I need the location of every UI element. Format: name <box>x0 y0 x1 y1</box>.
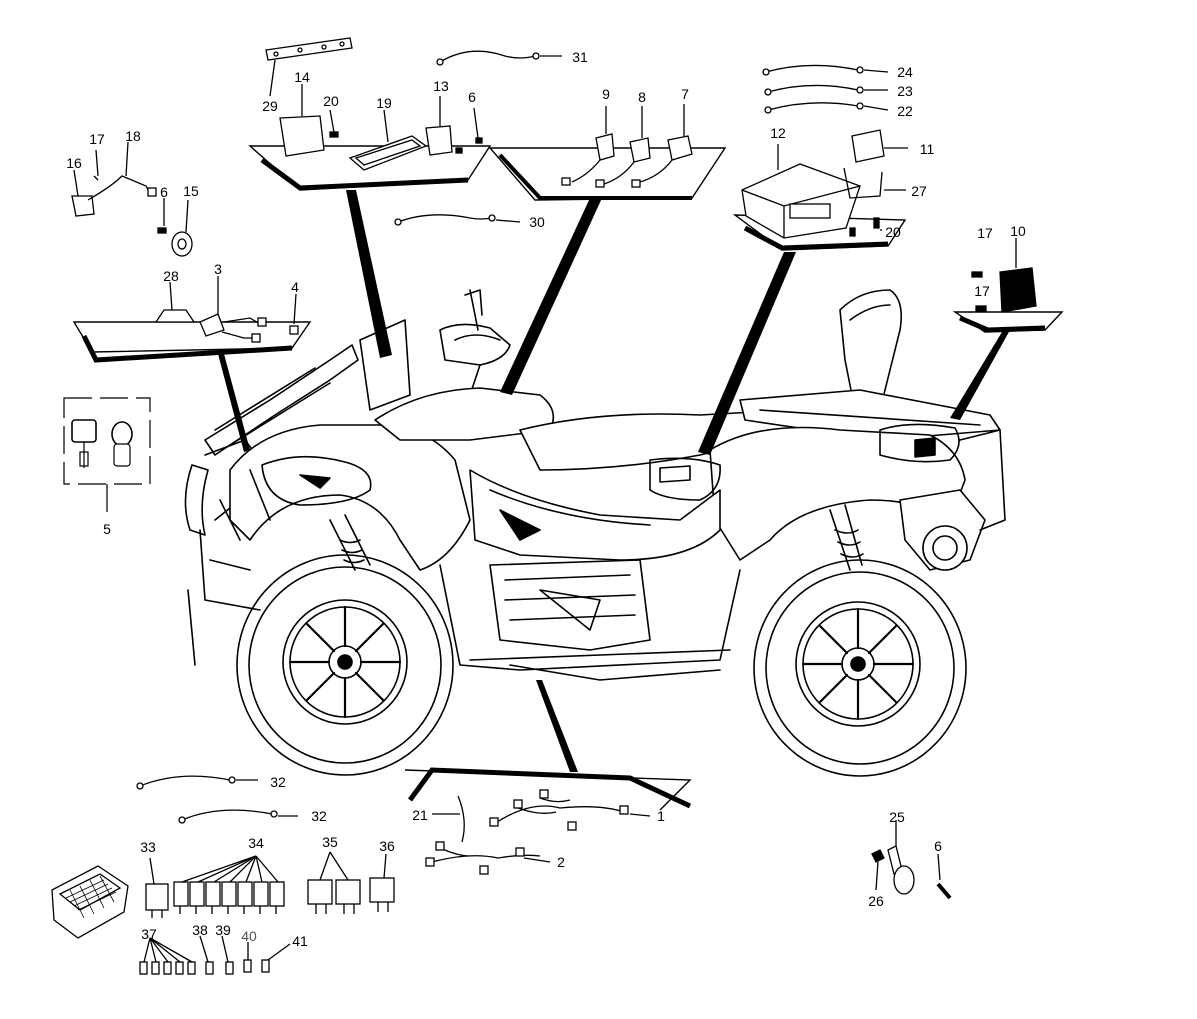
callout-21: 21 <box>412 807 428 823</box>
callout-4: 4 <box>291 279 299 295</box>
callout-2: 2 <box>557 854 565 870</box>
callout-35: 35 <box>322 834 338 850</box>
callout-14: 14 <box>294 69 310 85</box>
callout-3: 3 <box>214 261 222 277</box>
rear-wheel <box>753 559 967 777</box>
callout-17-rect-top: 17 <box>977 225 993 241</box>
callout-6-top: 6 <box>468 89 476 105</box>
front-wheel <box>236 554 454 776</box>
callout-1: 1 <box>657 808 665 824</box>
callout-33: 33 <box>140 839 156 855</box>
callout-10: 10 <box>1010 223 1026 239</box>
parts <box>51 37 1037 975</box>
callout-24: 24 <box>897 64 913 80</box>
callout-22: 22 <box>897 103 913 119</box>
callout-9: 9 <box>602 86 610 102</box>
callout-20-ecu: 20 <box>323 93 339 109</box>
callout-18: 18 <box>125 128 141 144</box>
callout-39: 39 <box>215 922 231 938</box>
callout-17-front: 17 <box>89 131 105 147</box>
callout-23: 23 <box>897 83 913 99</box>
callout-29: 29 <box>262 98 278 114</box>
callout-40: 40 <box>241 928 257 944</box>
callout-25: 25 <box>889 809 905 825</box>
callout-5: 5 <box>103 521 111 537</box>
callout-34: 34 <box>248 835 264 851</box>
callout-12: 12 <box>770 125 786 141</box>
callout-16: 16 <box>66 155 82 171</box>
callout-31: 31 <box>572 49 588 65</box>
callout-8: 8 <box>638 89 646 105</box>
callout-41: 41 <box>292 933 308 949</box>
callout-17-rect-bottom: 17 <box>974 283 990 299</box>
callout-20-battery: 20 <box>885 224 901 240</box>
callout-36: 36 <box>379 838 395 854</box>
callout-7: 7 <box>681 86 689 102</box>
callout-28: 28 <box>163 268 179 284</box>
part-5-box <box>63 397 151 512</box>
leader-wedges <box>218 190 1010 772</box>
atv-illustration <box>184 289 1006 777</box>
callout-11: 11 <box>919 141 935 157</box>
callout-19: 19 <box>376 95 392 111</box>
callout-30: 30 <box>529 214 545 230</box>
callout-13: 13 <box>433 78 449 94</box>
callout-32-upper: 32 <box>270 774 286 790</box>
callout-27: 27 <box>911 183 927 199</box>
exploded-view-trays <box>72 145 1064 811</box>
callout-32-lower: 32 <box>311 808 327 824</box>
callout-6-horn: 6 <box>934 838 942 854</box>
callout-37: 37 <box>141 926 157 942</box>
callout-6-front: 6 <box>160 184 168 200</box>
callout-38: 38 <box>192 922 208 938</box>
callout-15: 15 <box>183 183 199 199</box>
callout-26: 26 <box>868 893 884 909</box>
